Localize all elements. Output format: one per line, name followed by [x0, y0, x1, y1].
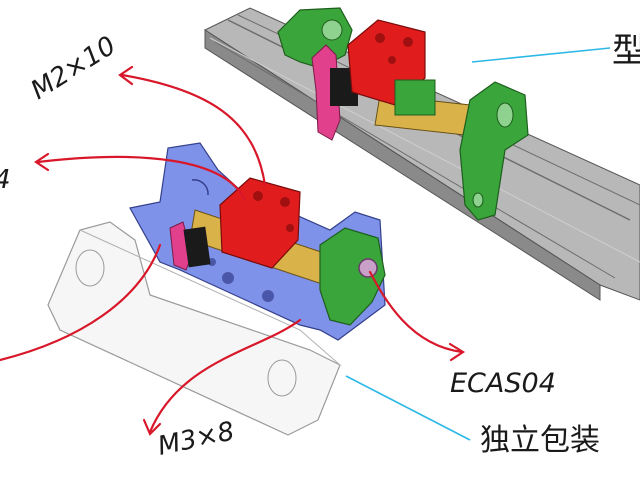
- label-screw-bottom: M3×8: [155, 416, 237, 461]
- arrow-bearing: [368, 270, 464, 354]
- arrow-screw-top: [120, 73, 267, 187]
- arrow-bottom-left: [0, 243, 162, 362]
- label-left-mid: 4: [0, 165, 11, 195]
- label-packaging: 独立包装: [480, 423, 600, 458]
- arrow-screw-bottom: [148, 318, 302, 434]
- red-block-bottom: [219, 177, 301, 269]
- arrow-left-mid: [36, 155, 247, 202]
- red-arrows: [0, 65, 466, 436]
- leader-top-right: [471, 47, 611, 63]
- label-bearing: ECAS04: [450, 368, 556, 399]
- top-assembly: [203, 7, 640, 301]
- bearing-ecas04: [358, 258, 378, 278]
- clear-shell: [47, 221, 341, 436]
- black-block-bottom: [183, 226, 211, 268]
- bottom-assembly: [47, 142, 386, 436]
- green-bracket-bottom: [319, 227, 386, 326]
- leader-packaging: [345, 375, 471, 441]
- green-carriage-top: [394, 79, 436, 116]
- label-top-right: 型: [612, 31, 640, 71]
- label-screw-top: M2×10: [26, 31, 121, 106]
